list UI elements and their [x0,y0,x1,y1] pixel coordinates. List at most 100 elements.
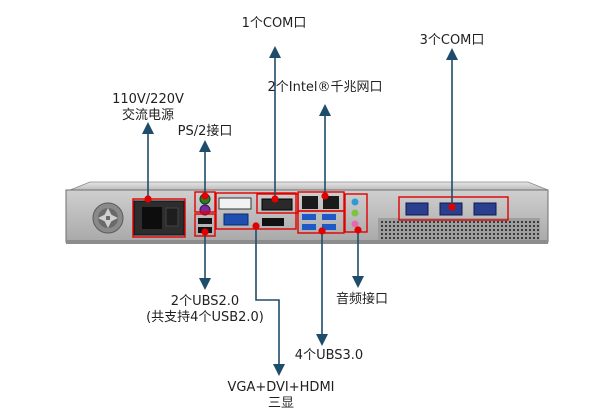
vent-hole [437,233,439,235]
vent-hole [529,229,531,231]
lan-label: 2个Intel®千兆网口 [267,80,383,95]
vent-hole [445,225,447,227]
vent-hole [533,225,535,227]
vent-hole [441,229,443,231]
vent-hole [421,221,423,223]
vent-hole [397,233,399,235]
usb2-arrow-icon [199,278,211,290]
vent-hole [517,229,519,231]
vent-hole [517,237,519,239]
vent-hole [425,229,427,231]
vent-hole [413,237,415,239]
vent-hole [429,237,431,239]
vent-hole [401,233,403,235]
vent-hole [489,221,491,223]
power-highlight [132,198,186,238]
vent-hole [457,237,459,239]
vent-hole [513,237,515,239]
vent-hole [389,225,391,227]
vent-hole [497,221,499,223]
vent-hole [385,225,387,227]
audio-dot [354,226,362,234]
vent-hole [437,221,439,223]
vent-hole [481,221,483,223]
vent-hole [421,229,423,231]
vent-hole [425,221,427,223]
vent-hole [409,221,411,223]
vent-hole [485,221,487,223]
vent-hole [521,237,523,239]
vent-hole [421,233,423,235]
vent-hole [381,237,383,239]
vent-hole [405,233,407,235]
vent-hole [453,229,455,231]
vent-hole [409,233,411,235]
vent-hole [393,233,395,235]
vent-hole [417,237,419,239]
vent-hole [501,237,503,239]
vent-hole [509,229,511,231]
vent-hole [401,229,403,231]
vent-hole [385,221,387,223]
vent-hole [477,233,479,235]
vent-hole [425,225,427,227]
vent-hole [525,233,527,235]
vent-hole [437,225,439,227]
display-label-line2: 三显 [267,396,294,411]
vent-hole [529,233,531,235]
vent-hole [425,237,427,239]
vent-hole [461,237,463,239]
vent-hole [493,233,495,235]
audio-ports [351,198,359,228]
vent-hole [385,237,387,239]
vent-hole [489,229,491,231]
vent-hole [465,237,467,239]
vent-hole [537,233,539,235]
vent-hole [489,237,491,239]
power-socket [133,200,185,236]
vent-hole [473,237,475,239]
vent-hole [525,225,527,227]
vent-hole [381,233,383,235]
vent-hole [521,221,523,223]
vent-hole [417,221,419,223]
vent-hole [389,233,391,235]
vent-hole [469,233,471,235]
vent-hole [501,221,503,223]
vent-hole [509,225,511,227]
vent-hole [433,229,435,231]
usb3-arrow-icon [316,334,328,346]
vent-hole [465,225,467,227]
vent-hole [461,221,463,223]
audio-arrow-icon [352,276,364,288]
vent-hole [521,225,523,227]
vent-hole [505,229,507,231]
vent-hole [433,237,435,239]
vent-hole [529,237,531,239]
lan-dot [321,192,329,200]
vent-hole [461,229,463,231]
vent-hole [441,221,443,223]
lan-arrow-icon [319,104,331,116]
vent-hole [453,233,455,235]
vent-hole [485,225,487,227]
com3-highlight [398,196,509,221]
com3-dot [448,203,456,211]
vent-hole [429,233,431,235]
com1-dot [271,195,279,203]
arrow-heads [142,46,458,376]
vent-hole [517,221,519,223]
vent-hole [445,233,447,235]
vent-hole [505,233,507,235]
vent-hole [409,229,411,231]
vent-hole [441,237,443,239]
display-arrow-icon [273,364,285,376]
display-dot [252,222,260,230]
power-label-line1: 110V/220V [112,92,184,107]
vent-hole [489,225,491,227]
display-callout [255,226,280,368]
vent-hole [469,225,471,227]
vent-hole [481,229,483,231]
